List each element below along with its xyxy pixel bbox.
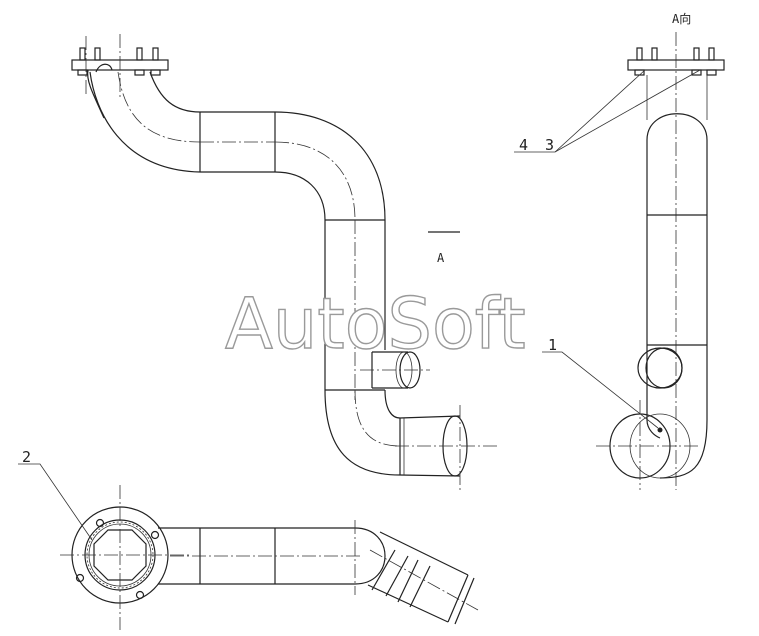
view-label: A向	[672, 11, 691, 26]
callout-1: 1	[542, 336, 659, 429]
side-view: A向	[596, 11, 725, 490]
section-marker: A	[428, 231, 460, 265]
side-flange-bolts	[634, 47, 717, 76]
callout-label-2: 2	[22, 448, 31, 466]
front-pipe-upper-bend-outer	[89, 71, 201, 173]
front-view	[71, 34, 500, 490]
watermark: AutoSoft	[225, 283, 526, 365]
callout-4-3: 4 3	[514, 69, 701, 154]
callout-label-1: 1	[548, 336, 557, 354]
callout-2: 2	[18, 448, 93, 541]
top-view	[60, 485, 479, 630]
callout-label-3: 3	[545, 136, 554, 154]
front-flange-bolts	[77, 47, 161, 76]
front-pipe-upper-bend-inner	[149, 71, 201, 113]
callout-label-4: 4	[519, 136, 528, 154]
section-marker-label: A	[437, 251, 445, 265]
